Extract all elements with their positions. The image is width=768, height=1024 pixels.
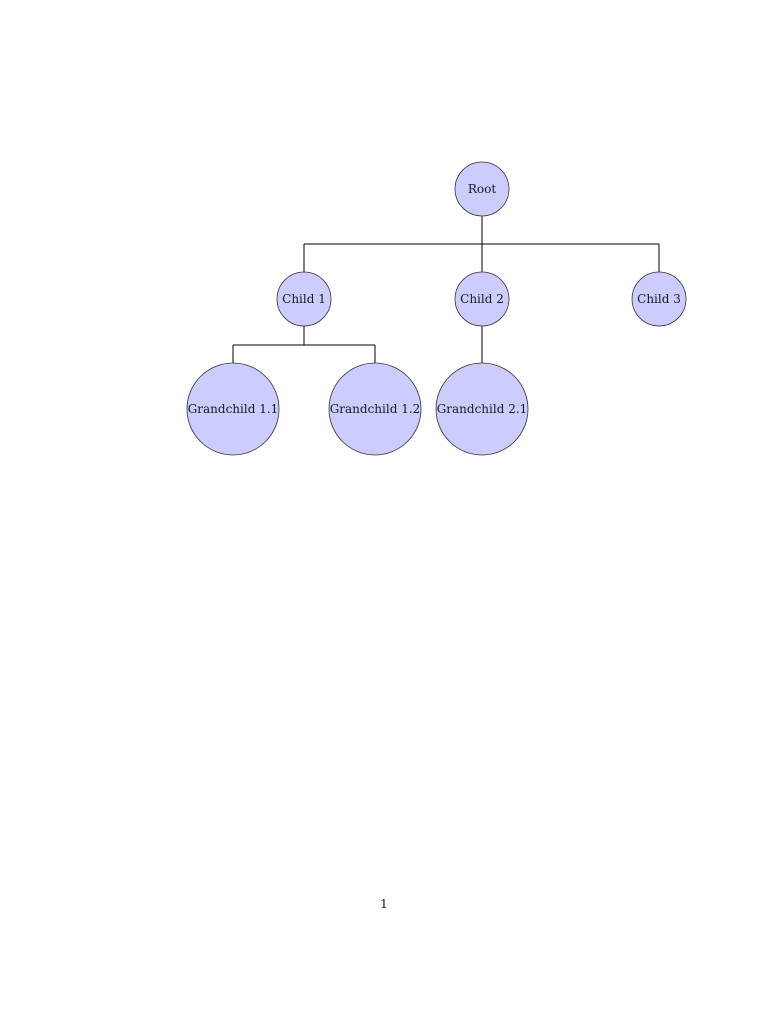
node-grandchild-1-2: Grandchild 1.2	[328, 362, 422, 456]
node-child-1: Child 1	[276, 271, 332, 327]
node-circle-grandchild-1-2	[328, 362, 422, 456]
page-number: 1	[380, 897, 388, 911]
node-label-root: Root	[468, 182, 496, 196]
node-circle-grandchild-1-1	[186, 362, 280, 456]
node-child-3: Child 3	[631, 271, 687, 327]
tree-edges	[232, 216, 660, 363]
node-label-grandchild-1-1: Grandchild 1.1	[188, 402, 279, 416]
node-child-2: Child 2	[454, 271, 510, 327]
node-circle-child-3	[631, 271, 687, 327]
node-label-child-1: Child 1	[282, 292, 326, 306]
node-label-grandchild-2-1: Grandchild 2.1	[437, 402, 528, 416]
node-circle-root	[454, 161, 510, 217]
node-circle-grandchild-2-1	[435, 362, 529, 456]
node-label-child-3: Child 3	[637, 292, 681, 306]
node-root: Root	[454, 161, 510, 217]
node-circle-child-1	[276, 271, 332, 327]
node-circle-child-2	[454, 271, 510, 327]
node-grandchild-2-1: Grandchild 2.1	[435, 362, 529, 456]
node-grandchild-1-1: Grandchild 1.1	[186, 362, 280, 456]
node-label-child-2: Child 2	[460, 292, 504, 306]
node-label-grandchild-1-2: Grandchild 1.2	[330, 402, 421, 416]
